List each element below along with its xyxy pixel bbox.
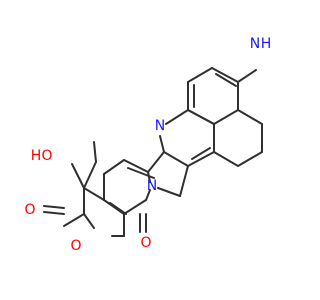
bond — [109, 202, 127, 215]
bond — [237, 109, 263, 125]
bond — [187, 67, 213, 83]
bond — [123, 199, 147, 215]
bond — [237, 69, 257, 83]
bonds — [43, 67, 263, 237]
bond — [211, 67, 239, 83]
bond — [187, 109, 215, 125]
bond — [43, 211, 65, 215]
bond — [93, 141, 97, 163]
amine-h-label: H — [261, 36, 272, 52]
lactone-ring-oxygen-label: O — [70, 238, 81, 254]
bond — [213, 151, 239, 167]
amine-n-label: N — [250, 36, 260, 52]
bond — [123, 159, 149, 173]
atom-labels: N H N N H O O O O — [24, 36, 271, 254]
bond — [157, 187, 181, 197]
hydroxyl-o-label: O — [41, 148, 52, 164]
bond — [163, 151, 189, 167]
bond — [159, 135, 165, 153]
bond — [43, 205, 65, 209]
bond — [215, 73, 237, 87]
bond — [145, 189, 151, 201]
bond — [187, 151, 215, 167]
bond — [103, 159, 125, 175]
bond — [83, 187, 105, 201]
bond — [213, 109, 239, 125]
amide-carbonyl-oxygen-label: O — [140, 235, 151, 251]
bond — [191, 147, 211, 160]
bond — [165, 109, 189, 125]
bond — [237, 151, 263, 167]
structure-drawing: N H N N H O O O O — [24, 36, 271, 254]
bond — [147, 171, 151, 183]
bond — [83, 213, 95, 229]
bond — [147, 151, 165, 173]
bond — [63, 213, 85, 227]
pyridine-nitrogen-label: N — [155, 118, 165, 134]
bond — [179, 165, 189, 197]
bond — [103, 199, 125, 215]
lactone-carbonyl-oxygen-label: O — [24, 202, 35, 218]
molecule-canvas: N H N N H O O O O — [24, 36, 272, 254]
bond — [71, 163, 85, 189]
bond — [83, 161, 97, 189]
pyrrole-nitrogen-label: N — [147, 178, 157, 194]
hydroxyl-h-label: H — [31, 148, 42, 164]
